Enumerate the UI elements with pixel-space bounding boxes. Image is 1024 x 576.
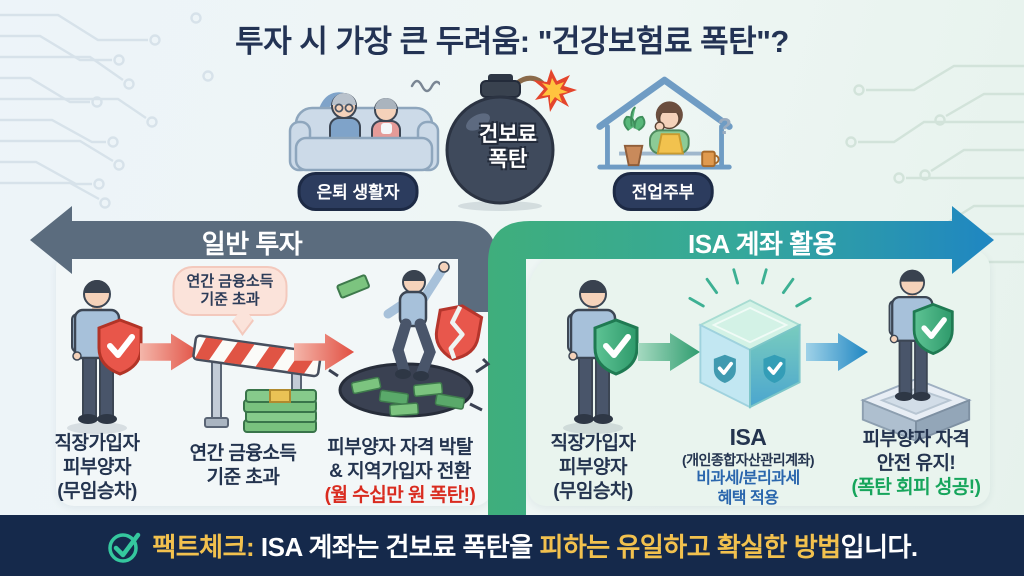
question-mark-icon: ?: [718, 113, 732, 139]
red-arrow-icon: [294, 333, 355, 371]
green-arrow-icon: [638, 333, 700, 371]
isa-cube-illustration: [688, 268, 812, 409]
right-step1-label: 직장가입자 피부양자 (무임승차): [550, 433, 636, 502]
success-highlight: (폭탄 회피 성공!): [851, 477, 981, 498]
income-threshold-bubble: 연간 금융소득 기준 초과: [172, 266, 288, 316]
isa-banner: ISA 계좌 활용: [687, 229, 837, 259]
bomb-illustration: [445, 69, 577, 211]
left-step1-label: 직장가입자 피부양자 (무임승차): [54, 433, 140, 502]
housewife-illustration: ?: [596, 76, 733, 170]
general-investment-arrow: [30, 206, 498, 312]
isa-title: ISA: [729, 424, 767, 450]
isa-subtitle: (개인종합자산관리계좌): [681, 452, 815, 468]
right-step3-label: 피부양자 자격 안전 유지! (폭탄 회피 성공!): [851, 429, 981, 498]
pit-fall-illustration: [328, 261, 491, 418]
dependent-person-green-shield: [563, 280, 639, 434]
left-step3-label: 피부양자 자격 박탈 & 지역가입자 전환 (월 수십만 원 폭탄!): [324, 437, 476, 506]
fact-check-banner: 팩트체크: ISA 계좌는 건보료 폭탄을 피하는 유일하고 확실한 방법입니다…: [0, 515, 1024, 576]
circuit-pattern-top-left: [0, 12, 214, 209]
fact-check-emphasis: 피하는 유일하고 확실한 방법: [539, 532, 841, 562]
fact-check-prefix: 팩트체크:: [152, 532, 255, 562]
green-shield-check-icon: [912, 302, 954, 356]
falling-person: [383, 261, 450, 381]
isa-step-label: ISA (개인종합자산관리계좌) 비과세/분리과세 혜택 적용: [681, 424, 815, 507]
green-shield-check-icon: [593, 318, 639, 376]
scattered-money-icon: [350, 376, 466, 417]
broken-shield-icon: [434, 304, 484, 361]
dependent-person-red-shield: [67, 280, 143, 434]
isa-arrow-and-divider: [488, 206, 994, 515]
red-shield-check-icon: [97, 318, 143, 376]
cube-shield-icon: [763, 354, 786, 384]
left-step2-label: 연간 금융소득 기준 초과: [189, 443, 297, 488]
cube-shield-icon: [713, 354, 736, 384]
fact-check-text: 팩트체크: ISA 계좌는 건보료 폭탄을 피하는 유일하고 확실한 방법입니다…: [152, 532, 918, 562]
penalty-highlight: (월 수십만 원 폭탄!): [324, 485, 476, 506]
safe-person-green-shield: [888, 269, 954, 401]
bomb-label: 건보료 폭탄: [479, 123, 537, 171]
housewife-label-badge: 전업주부: [612, 172, 714, 211]
blue-arrow-icon: [806, 333, 868, 371]
retired-couple-illustration: [288, 79, 440, 172]
retiree-label-badge: 은퇴 생활자: [297, 172, 419, 211]
money-stack-icon: [243, 389, 317, 433]
page-title: 투자 시 가장 큰 두려움: "건강보험료 폭탄"?: [235, 24, 789, 59]
spark-icon: [533, 69, 577, 112]
general-investment-banner: 일반 투자: [201, 229, 303, 259]
red-arrow-icon: [140, 333, 201, 371]
check-circle-icon: [108, 532, 141, 563]
